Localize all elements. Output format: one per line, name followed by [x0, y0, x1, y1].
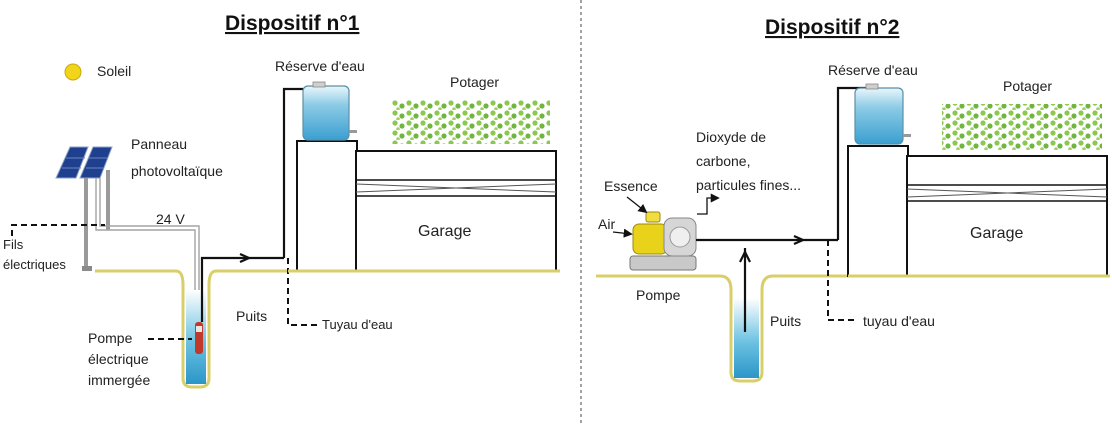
- wires-label-line1: Fils: [3, 237, 24, 252]
- fuel-label: Essence: [604, 178, 658, 194]
- wires-label-line2: électriques: [3, 257, 66, 272]
- pipe-label: Tuyau d'eau: [322, 317, 393, 332]
- pipe-arrow-icon-2: [793, 234, 806, 246]
- vegetable-garden-plants: [392, 100, 550, 144]
- fuel-arrow: [626, 196, 648, 214]
- vegetable-garden-plants-2: [942, 104, 1102, 150]
- solar-panel-icon: [55, 146, 113, 271]
- pipe-label-2: tuyau d'eau: [863, 313, 935, 329]
- exhaust-arrow: [697, 193, 720, 215]
- wires-callout-line: [11, 224, 105, 236]
- well-label-2: Puits: [770, 313, 801, 329]
- panel-label-line2: photovoltaïque: [131, 163, 223, 179]
- air-label: Air: [598, 216, 615, 232]
- submerged-pump-icon: [195, 322, 203, 354]
- water-pipe: [200, 256, 284, 322]
- sun-icon: [64, 63, 82, 81]
- garden-label-2: Potager: [1003, 78, 1052, 94]
- exhaust-label-line3: particules fines...: [696, 177, 801, 193]
- well-water-2: [734, 298, 759, 378]
- garage-label-2: Garage: [970, 225, 1023, 242]
- garden-label: Potager: [450, 74, 499, 90]
- ground-line: [95, 269, 288, 389]
- well-label: Puits: [236, 308, 267, 324]
- air-arrow: [612, 228, 633, 238]
- device-1: Dispositif n°1 Soleil Panneau photovolta…: [3, 12, 560, 389]
- pipe-callout-line-2: [827, 240, 858, 321]
- roof-diag-2b: [906, 188, 1108, 198]
- pump-label-line3: immergée: [88, 372, 150, 388]
- pump-label-line2: électrique: [88, 351, 149, 367]
- sun-label: Soleil: [97, 63, 131, 79]
- roof-diag-2: [355, 183, 557, 193]
- voltage-label: 24 V: [156, 211, 185, 227]
- exhaust-label-line2: carbone,: [696, 153, 750, 169]
- ground-line-2: [596, 274, 850, 383]
- water-tank-icon: [302, 81, 357, 141]
- garage-building: [355, 150, 557, 272]
- engine-pump-icon: [629, 211, 697, 271]
- electric-wires: [95, 178, 200, 320]
- tower-building: [296, 140, 358, 272]
- reservoir-label: Réserve d'eau: [275, 58, 365, 74]
- tower-building-2: [847, 145, 909, 277]
- pump-label-line1: Pompe: [88, 330, 133, 346]
- exhaust-label-line1: Dioxyde de: [696, 129, 766, 145]
- water-tank-icon-2: [854, 83, 911, 145]
- pump-label-2: Pompe: [636, 287, 681, 303]
- reservoir-label-2: Réserve d'eau: [828, 62, 918, 78]
- garage-building-2: [906, 155, 1108, 277]
- device-2-title: Dispositif n°2: [765, 16, 899, 39]
- device-2: Dispositif n°2 Puits Pompe Essence Air D…: [596, 16, 1110, 383]
- panel-label-line1: Panneau: [131, 136, 187, 152]
- pipe-arrow-icon: [239, 252, 252, 264]
- pipe-callout-line: [287, 258, 320, 326]
- suction-arrow-icon: [739, 249, 751, 263]
- device-1-title: Dispositif n°1: [225, 12, 360, 35]
- garage-label: Garage: [418, 223, 471, 240]
